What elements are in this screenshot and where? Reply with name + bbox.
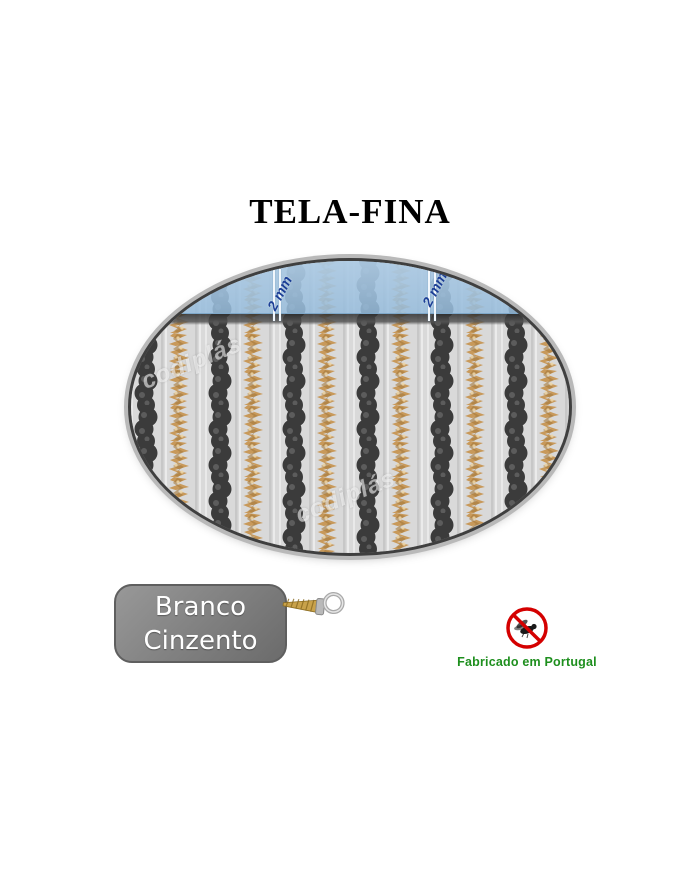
measurement-band: [131, 261, 569, 314]
measure-tick: [279, 269, 281, 321]
product-title: TELA-FINA: [249, 192, 451, 231]
mounting-screw-image: [282, 592, 345, 616]
measure-tick: [428, 269, 430, 321]
measure-tick: [434, 269, 436, 321]
swatch-color-line1: Branco: [154, 591, 247, 622]
measure-tick: [273, 269, 275, 321]
swatch-color-line2: Cinzento: [143, 625, 258, 656]
made-in-portugal-label: Fabricado em Portugal: [457, 655, 597, 669]
product-photo-ellipse: 2 mm 2 mm codiplás codiplás: [128, 258, 572, 556]
no-insects-icon: [506, 607, 548, 649]
mounting-rail-shadow: [131, 314, 569, 325]
color-swatch-card: Branco Cinzento: [114, 584, 287, 663]
